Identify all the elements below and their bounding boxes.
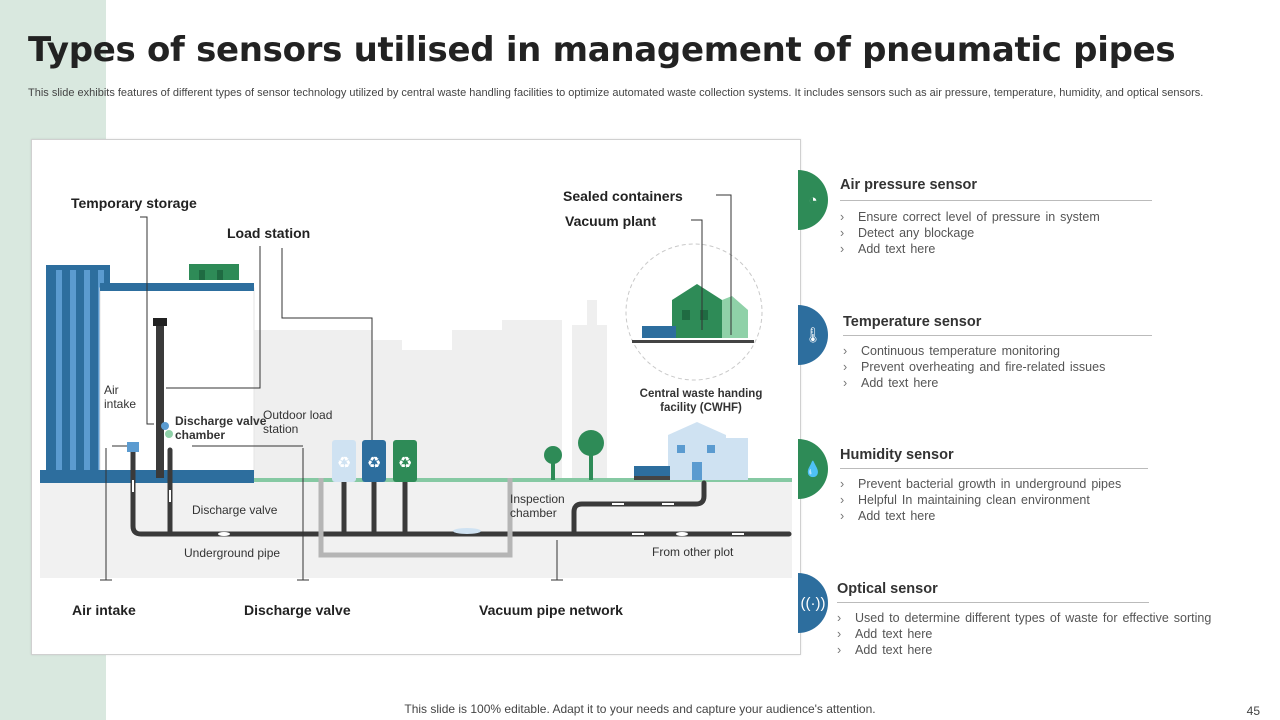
sensor-humidity: 💧 Humidity sensor Prevent bacterial grow… xyxy=(798,439,1268,529)
diagram-illustration: ♻ ♻ ♻ xyxy=(40,194,792,581)
label-from-other-plot: From other plot xyxy=(652,545,734,559)
list-item: Prevent bacterial growth in underground … xyxy=(840,476,1121,492)
sensor-points: Prevent bacterial growth in underground … xyxy=(840,476,1121,524)
label-temporary-storage: Temporary storage xyxy=(71,195,197,211)
humidity-icon: 💧 xyxy=(803,461,823,478)
sensor-badge: 🌡 xyxy=(798,305,828,365)
label-discharge-valve-small: Discharge valve xyxy=(192,503,278,517)
sensor-name: Humidity sensor xyxy=(840,447,954,463)
list-item: Add text here xyxy=(837,626,1211,642)
underground-area xyxy=(40,480,792,578)
sensor-name: Air pressure sensor xyxy=(840,177,978,193)
label-discharge-valve-chamber: Discharge valve chamber xyxy=(175,414,267,442)
list-item: Add text here xyxy=(840,508,1121,524)
label-outdoor-load-station: Outdoor load station xyxy=(263,408,333,436)
thermometer-icon: 🌡 xyxy=(803,327,823,344)
footer-note: This slide is 100% editable. Adapt it to… xyxy=(404,702,876,716)
chute xyxy=(153,318,167,478)
sensor-temperature: 🌡 Temperature sensor Continuous temperat… xyxy=(798,305,1268,395)
divider xyxy=(837,602,1149,603)
svg-text:♻: ♻ xyxy=(398,453,412,472)
label-load-station: Load station xyxy=(227,225,311,241)
outdoor-containers: ♻ ♻ ♻ xyxy=(332,440,417,482)
sensor-air-pressure: ◔ Air pressure sensor Ensure correct lev… xyxy=(798,170,1268,260)
sensor-name: Optical sensor xyxy=(837,581,938,597)
label-cwhf: Central waste handing facility (CWHF) xyxy=(639,388,763,414)
sensor-optical: ((·)) Optical sensor Used to determine d… xyxy=(798,573,1268,663)
trees xyxy=(544,430,604,480)
vacuum-plant-circle xyxy=(625,243,763,381)
svg-text:♻: ♻ xyxy=(367,453,381,472)
leader-lines xyxy=(100,194,732,581)
divider xyxy=(840,468,1148,469)
sensor-name: Temperature sensor xyxy=(843,314,982,330)
list-item: Add text here xyxy=(840,241,1100,257)
sensor-points: Used to determine different types of was… xyxy=(837,610,1211,658)
page-title: Types of sensors utilised in management … xyxy=(28,30,1176,70)
list-item: Add text here xyxy=(837,642,1211,658)
sensor-points: Continuous temperature monitoring Preven… xyxy=(843,343,1105,391)
sensor-points: Ensure correct level of pressure in syst… xyxy=(840,209,1100,257)
gauge-icon: ◔ xyxy=(808,191,818,209)
cwhf-facility xyxy=(634,422,748,480)
divider xyxy=(843,335,1152,336)
list-item: Continuous temperature monitoring xyxy=(843,343,1105,359)
sensor-badge: 💧 xyxy=(798,439,828,499)
label-discharge-valve: Discharge valve xyxy=(244,602,351,618)
label-sealed-containers: Sealed containers xyxy=(563,188,683,204)
inspection-pipe xyxy=(318,478,513,558)
city-silhouette xyxy=(252,300,607,480)
sensor-badge: ((·)) xyxy=(798,573,828,633)
list-item: Helpful In maintaining clean environment xyxy=(840,492,1121,508)
list-item: Detect any blockage xyxy=(840,225,1100,241)
pipe-network xyxy=(130,442,792,537)
valve-icons xyxy=(127,422,173,452)
page-number: 45 xyxy=(1246,704,1260,718)
left-building xyxy=(40,264,255,483)
list-item: Add text here xyxy=(843,375,1105,391)
label-air-intake-small: Air intake xyxy=(104,383,137,411)
sensor-badge: ◔ xyxy=(798,170,828,230)
label-air-intake: Air intake xyxy=(72,602,136,618)
vacuum-plant xyxy=(632,284,754,343)
ground-line xyxy=(252,478,792,482)
label-inspection-chamber: Inspection chamber xyxy=(510,492,565,520)
label-vacuum-plant: Vacuum plant xyxy=(565,213,657,229)
svg-text:♻: ♻ xyxy=(337,453,351,472)
list-item: Used to determine different types of was… xyxy=(837,610,1211,626)
list-item: Prevent overheating and fire-related iss… xyxy=(843,359,1105,375)
divider xyxy=(840,200,1152,201)
list-item: Ensure correct level of pressure in syst… xyxy=(840,209,1100,225)
page-subtitle: This slide exhibits features of differen… xyxy=(28,87,1204,99)
signal-icon: ((·)) xyxy=(800,594,826,612)
label-underground-pipe: Underground pipe xyxy=(184,546,281,560)
label-vacuum-pipe-network: Vacuum pipe network xyxy=(479,602,623,618)
pneumatic-system-diagram: ♻ ♻ ♻ xyxy=(31,139,801,655)
flow-arrows xyxy=(132,480,744,535)
